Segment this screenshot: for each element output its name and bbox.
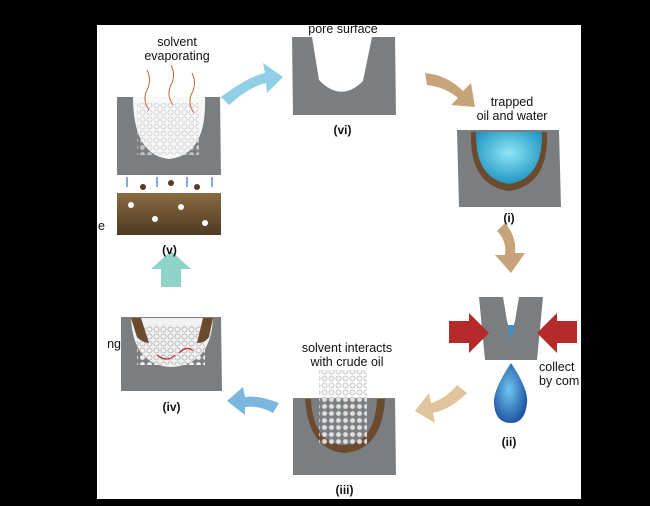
label-trapped-oil-water: trapped oil and water: [476, 95, 548, 123]
stage-iv: [121, 317, 222, 391]
side-fragment-label: e: [98, 219, 105, 233]
arrow-vi-to-i: [425, 73, 475, 107]
arrow-ii-to-iii: [415, 385, 467, 423]
diagram-panel: solvent evaporating (v) pore surface (vi…: [97, 25, 581, 499]
numeral-iv: (iv): [162, 400, 181, 414]
arrow-v-to-vi: [221, 63, 283, 105]
numeral-vi: (vi): [333, 123, 352, 137]
label-pore-surface: pore surface: [308, 25, 378, 36]
evaporation-v: [117, 64, 221, 235]
cycle-arrows: [151, 63, 525, 423]
trapped-oil-water-i: [457, 130, 561, 207]
solvent-crude-iii: [293, 370, 396, 475]
cycle-illustration: [117, 37, 577, 475]
arrow-i-to-ii: [495, 223, 525, 273]
pore-surface-vi: [292, 37, 396, 115]
label-solvent-evaporating-line1: solvent evaporating: [144, 35, 210, 63]
label-solvent-interacts: solvent interacts with crude oil: [301, 341, 393, 369]
compression-ii: [449, 297, 577, 423]
label-stage-iv-fragment: ng: [107, 337, 121, 351]
numeral-ii: (ii): [501, 435, 517, 449]
arrow-iv-to-v: [151, 251, 191, 287]
numeral-i: (i): [503, 211, 515, 225]
numeral-v: (v): [162, 243, 177, 257]
arrow-iii-to-iv: [227, 387, 279, 415]
label-collect-by-compression: collect by com: [539, 360, 580, 388]
numeral-iii: (iii): [335, 483, 354, 497]
